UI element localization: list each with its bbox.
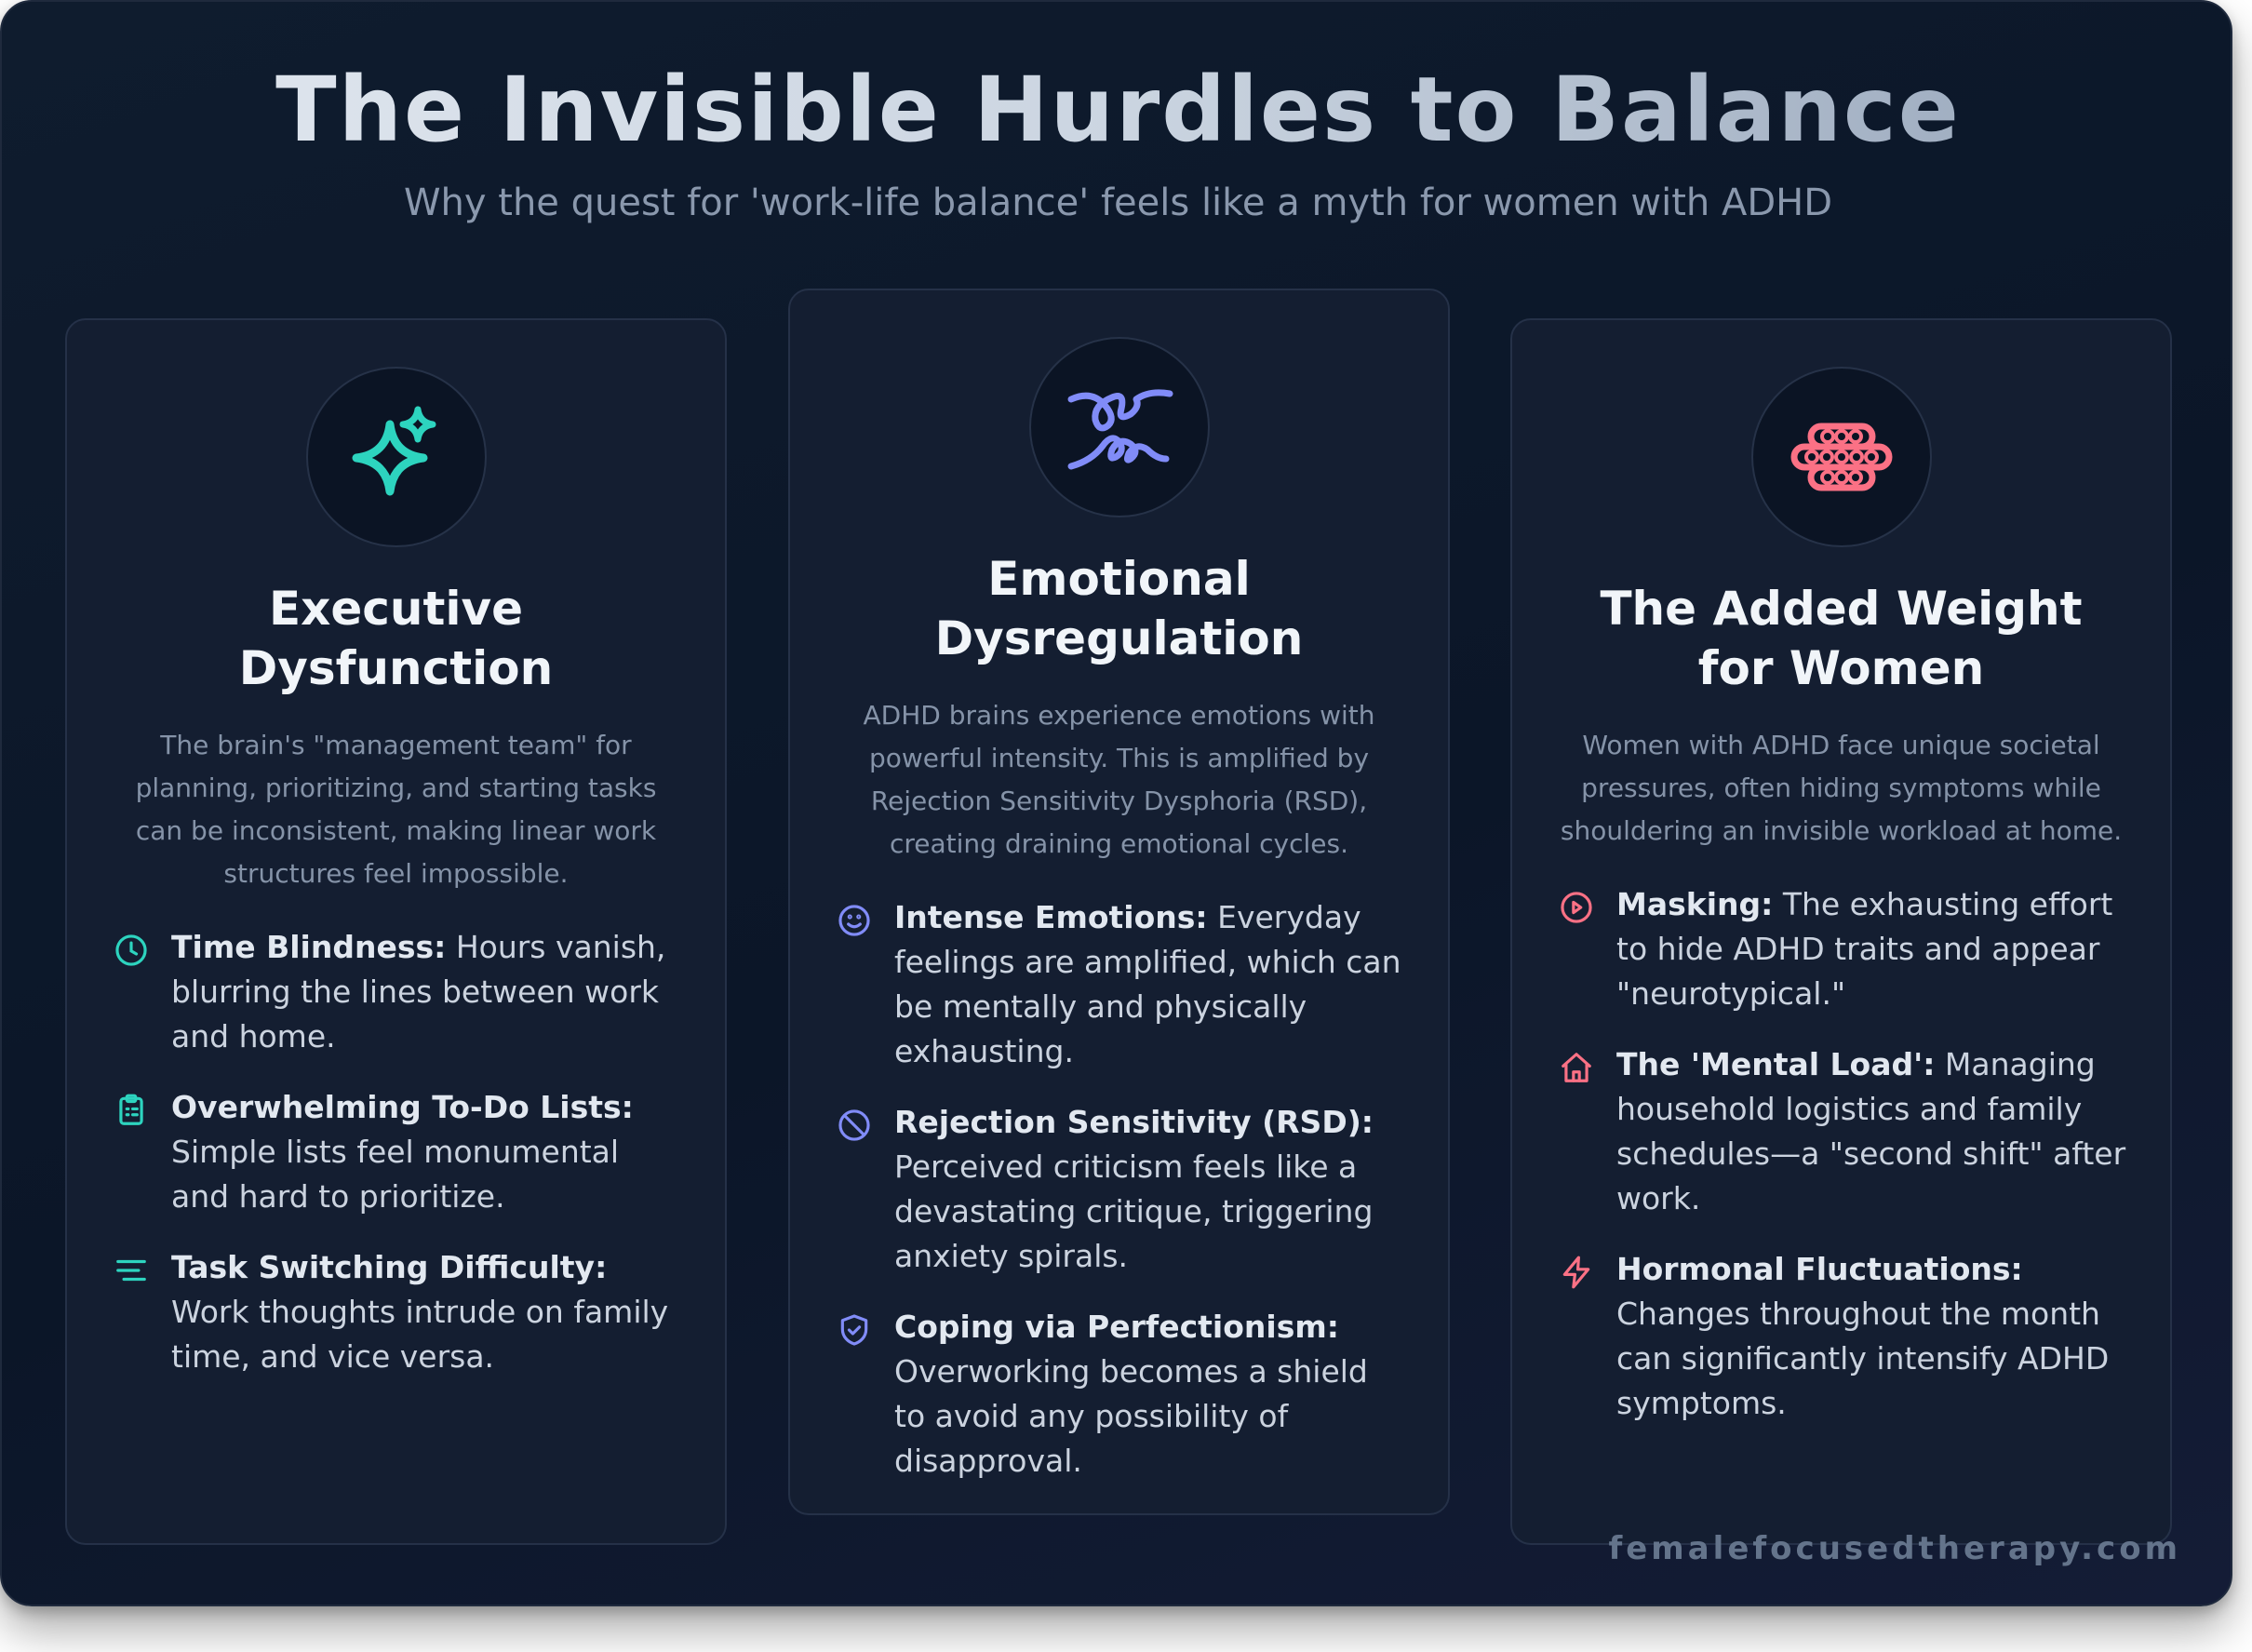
item-label: Masking: — [1616, 886, 1774, 922]
clock-icon — [115, 934, 147, 966]
item-label: Overwhelming To-Do Lists: — [171, 1089, 634, 1125]
card-emotional-dysregulation: Emotional Dysregulation ADHD brains expe… — [788, 289, 1450, 1515]
list-icon — [116, 1259, 146, 1282]
item-text: Simple lists feel monumental and hard to… — [171, 1134, 620, 1215]
item-label: Coping via Perfectionism: — [894, 1309, 1339, 1345]
item-text: Perceived criticism feels like a devasta… — [894, 1148, 1374, 1274]
list-item: Rejection Sensitivity (RSD): Perceived c… — [833, 1100, 1405, 1279]
item-text: Everyday feelings are amplified, which c… — [894, 899, 1401, 1069]
card-executive-dysfunction: Executive Dysfunction The brain's "manag… — [65, 318, 727, 1545]
card-title: Emotional Dysregulation — [934, 552, 1304, 665]
play-circle-icon — [1561, 892, 1592, 923]
list-item: Time Blindness: Hours vanish, blurring t… — [110, 925, 682, 1059]
item-text: The exhausting effort to hide ADHD trait… — [1616, 886, 2113, 1012]
website-watermark: femalefocusedtherapy.com — [1608, 1530, 2181, 1567]
card-description: ADHD brains experience emotions with pow… — [863, 700, 1375, 859]
list-item: The 'Mental Load': Managing household lo… — [1555, 1042, 2127, 1221]
tangled-thread-icon — [1028, 337, 1210, 517]
list-item: Coping via Perfectionism: Overworking be… — [833, 1305, 1405, 1484]
item-label: The 'Mental Load': — [1616, 1046, 1936, 1082]
item-label: Rejection Sensitivity (RSD): — [894, 1104, 1374, 1140]
lightning-icon — [1562, 1256, 1590, 1289]
item-text: Hours vanish, blurring the lines between… — [171, 929, 666, 1054]
card-added-weight-women: The Added Weight for Women Women with AD… — [1510, 318, 2172, 1545]
clipboard-list-icon — [119, 1094, 143, 1125]
hurdle-list: Time Blindness: Hours vanish, blurring t… — [110, 925, 682, 1379]
item-text: Work thoughts intrude on family time, an… — [171, 1294, 669, 1375]
card-description: Women with ADHD face unique societal pre… — [1560, 730, 2123, 846]
item-label: Task Switching Difficulty: — [171, 1249, 608, 1285]
item-text: Overworking becomes a shield to avoid an… — [894, 1353, 1368, 1479]
infographic-frame: The Invisible Hurdles to Balance Why the… — [0, 0, 2232, 1606]
home-icon — [1562, 1053, 1591, 1082]
list-item: Masking: The exhausting effort to hide A… — [1555, 882, 2127, 1016]
sparkles-icon — [305, 367, 487, 547]
hurdle-list: Intense Emotions: Everyday feelings are … — [833, 895, 1405, 1484]
card-title: The Added Weight for Women — [1600, 582, 2083, 695]
hurdle-list: Masking: The exhausting effort to hide A… — [1555, 882, 2127, 1426]
list-item: Hormonal Fluctuations: Changes throughou… — [1555, 1247, 2127, 1426]
page-subtitle: Why the quest for 'work-life balance' fe… — [403, 181, 1833, 224]
page-title: The Invisible Hurdles to Balance — [2, 50, 2234, 169]
smile-icon — [838, 905, 870, 936]
list-item: Task Switching Difficulty: Work thoughts… — [110, 1245, 682, 1379]
item-label: Time Blindness: — [171, 929, 447, 965]
item-text: Managing household logistics and family … — [1616, 1046, 2126, 1216]
card-title: Executive Dysfunction — [238, 582, 554, 695]
list-item: Overwhelming To-Do Lists: Simple lists f… — [110, 1085, 682, 1219]
shield-check-icon — [840, 1314, 868, 1346]
item-label: Intense Emotions: — [894, 899, 1208, 935]
card-description: The brain's "management team" for planni… — [135, 730, 657, 889]
item-label: Hormonal Fluctuations: — [1616, 1251, 2023, 1287]
list-item: Intense Emotions: Everyday feelings are … — [833, 895, 1405, 1074]
weight-chain-icon — [1750, 367, 1932, 547]
ban-icon — [838, 1109, 870, 1141]
item-text: Changes throughout the month can signifi… — [1616, 1296, 2110, 1421]
